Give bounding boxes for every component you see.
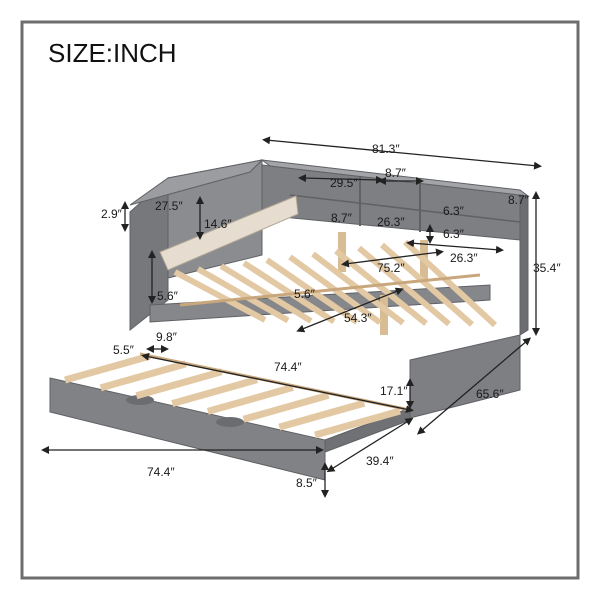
label-clearance: 5.5″: [113, 343, 135, 357]
label-trundle-inner-length: 74.4″: [274, 360, 302, 374]
trundle-slat: [64, 352, 151, 384]
label-rail-height: 5.6″: [157, 289, 179, 303]
label-trundle-height: 8.5″: [296, 476, 318, 490]
main-slat: [196, 266, 290, 324]
label-shelf-width: 29.5″: [330, 176, 358, 190]
arrow-right-shelf: [406, 239, 504, 254]
dimension-lines: [41, 136, 542, 498]
main-slat: [173, 269, 267, 323]
label-small-shelf-2: 6.3″: [443, 227, 465, 241]
arrow-trundle-inner-length: [141, 352, 414, 414]
arrow-slat-span: [341, 248, 444, 268]
arrow-trundle-width: [326, 417, 414, 473]
label-side-rail: 9.8″: [156, 330, 178, 344]
label-cabinet-height: 14.6″: [204, 217, 232, 231]
main-slat: [219, 263, 313, 324]
image-border: [20, 20, 580, 580]
arrow-shelf-width: [298, 174, 384, 184]
label-shelf-depth-right: 8.7″: [508, 193, 530, 207]
label-middle-shelf: 26.3″: [377, 215, 405, 229]
trundle-handle-2: [216, 417, 244, 427]
arrow-inner-width: [296, 287, 404, 333]
label-shelf-height: 8.7″: [331, 211, 353, 225]
label-shelf-gap: 8.7″: [385, 166, 407, 180]
label-inner-width: 54.3″: [344, 311, 372, 325]
label-trundle-width: 39.4″: [366, 454, 394, 468]
leg-3: [380, 295, 388, 335]
size-title: SIZE:INCH: [48, 38, 177, 68]
label-trundle-length: 74.4″: [147, 465, 175, 479]
arrow-overall-length: [262, 136, 542, 170]
label-slat-gap: 5.6″: [294, 287, 316, 301]
cushion-lid: [159, 195, 299, 271]
label-cabinet-width: 27.5″: [155, 199, 183, 213]
label-top-thickness: 2.9″: [101, 207, 123, 221]
shelf-line: [289, 194, 521, 223]
label-height: 35.4″: [533, 261, 561, 275]
label-overall-length: 81.3″: [372, 142, 400, 156]
dimension-labels: 81.3″ 29.5″ 8.7″ 8.7″ 2.9″ 27.5″ 14.6″ 6…: [101, 142, 561, 490]
foot-panel: [409, 334, 521, 419]
label-slat-span: 75.2″: [377, 261, 405, 275]
label-small-shelf-1: 6.3″: [443, 204, 465, 218]
label-right-shelf: 26.3″: [450, 251, 478, 265]
label-depth: 65.6″: [476, 387, 504, 401]
label-trundle-height-upper: 17.1″: [380, 384, 408, 398]
right-end-panel: [519, 194, 529, 336]
arrow-depth: [416, 337, 532, 435]
